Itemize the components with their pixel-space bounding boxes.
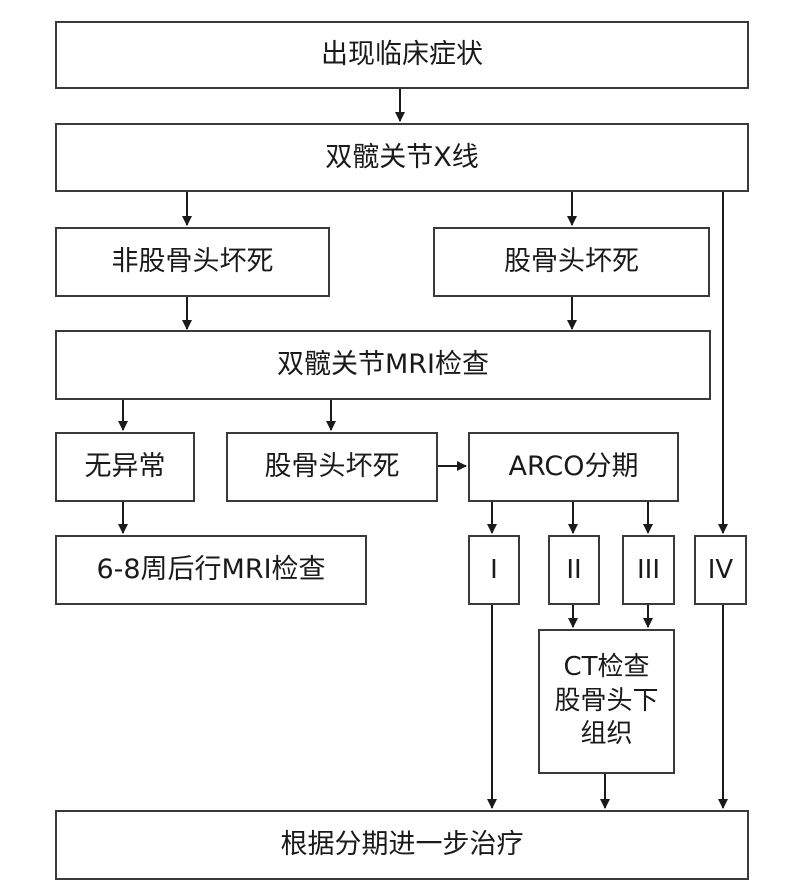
node-label: 双髋关节MRI检查 (276, 349, 490, 381)
node-label: 非股骨头坏死 (111, 246, 274, 278)
node-label: IV (707, 554, 734, 585)
node-onfh-xray: 股骨头坏死 (433, 227, 710, 297)
node-label: ARCO分期 (508, 451, 639, 483)
node-label: 无异常 (84, 451, 166, 483)
node-label: III (636, 554, 660, 585)
node-label: II (566, 554, 582, 585)
node-stage-4: IV (694, 535, 747, 605)
node-stage-1: I (468, 535, 520, 605)
node-onfh-mri: 股骨头坏死 (226, 432, 438, 502)
node-label: 股骨头坏死 (264, 451, 400, 483)
node-stage-3: III (622, 535, 675, 605)
node-hip-xray: 双髋关节X线 (55, 123, 749, 192)
node-treatment: 根据分期进一步治疗 (55, 810, 749, 880)
node-label-line: 组织 (580, 719, 633, 750)
node-label: 股骨头坏死 (504, 246, 639, 278)
node-label: 根据分期进一步治疗 (280, 829, 524, 861)
node-clinical-symptoms: 出现临床症状 (55, 21, 749, 89)
node-normal: 无异常 (55, 432, 195, 502)
node-label-line: CT检查 (563, 651, 650, 682)
node-non-onfh: 非股骨头坏死 (55, 227, 330, 297)
node-label-line: 股骨头下 (554, 685, 659, 716)
node-hip-mri: 双髋关节MRI检查 (55, 330, 711, 400)
node-followup-mri: 6-8周后行MRI检查 (55, 535, 367, 605)
node-label: I (490, 554, 498, 585)
node-stage-2: II (548, 535, 600, 605)
node-label: 双髋关节X线 (325, 141, 479, 173)
node-label: 6-8周后行MRI检查 (96, 554, 326, 586)
node-label: 出现临床症状 (321, 39, 483, 71)
node-ct-exam: CT检查 股骨头下 组织 (538, 629, 675, 774)
node-arco-staging: ARCO分期 (468, 432, 679, 502)
